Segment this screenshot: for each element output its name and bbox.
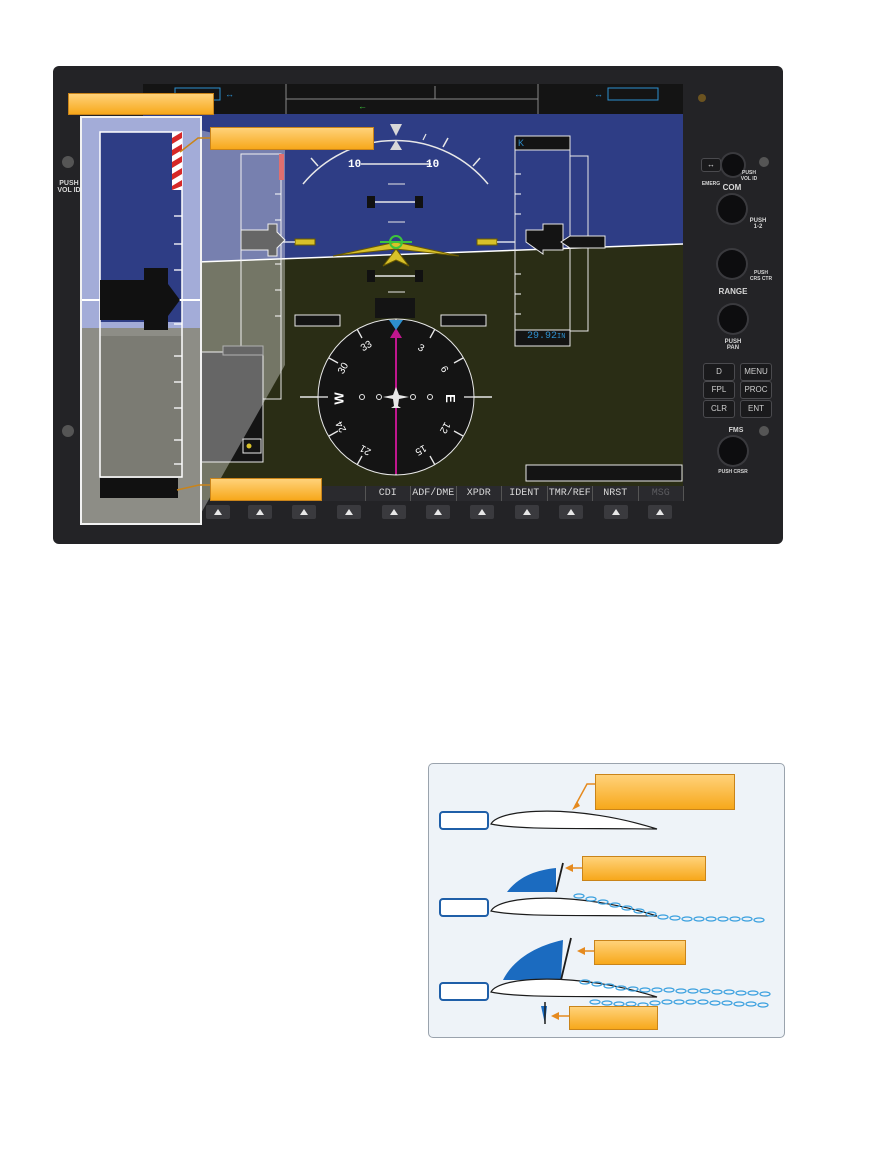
softkey-bar: CDI ADF/DME XPDR IDENT TMR/REF NRST MSG [320,486,684,501]
airspeed-readout-callout [210,478,322,501]
emerg-label: EMERG [701,181,721,187]
softkey-adf-dme[interactable]: ADF/DME [411,486,457,501]
com-swap-button[interactable]: ↔ [701,158,721,172]
diagram-low-upper-callout [594,940,686,965]
left-knob-lower[interactable] [62,425,74,437]
fms-label: FMS [728,427,744,434]
zoom-header-callout [68,93,214,115]
softkey-nrst[interactable]: NRST [593,486,639,501]
left-knob-upper[interactable] [62,156,74,168]
softkey-button-5[interactable] [382,505,406,519]
push-crsr-label: PUSH CRSR [718,469,748,475]
airspeed-zoom-panel [80,116,202,525]
diagram-low-lower-callout [569,1006,658,1030]
row-3-tag [439,982,489,1001]
hsi-label-e: E [442,394,458,403]
airspeed-zoom-graphics [82,118,200,523]
barometer-unit: IN [557,333,566,341]
left-push-vol-label: PUSH VOL ID [57,180,81,194]
push-12-label: PUSH 1-2 [749,218,767,230]
push-crs-ctr-label: PUSH CRS CTR [749,270,773,282]
softkey-button-1[interactable] [206,505,230,519]
push-pan-label: PUSH PAN [724,339,742,351]
barber-pole [172,132,182,190]
softkey-button-3[interactable] [292,505,316,519]
barber-pole-leader [179,137,212,153]
pitch-label-left: 10 [348,159,362,171]
barber-pole-callout [210,127,374,150]
com-knob[interactable] [718,195,746,223]
diagram-top-callout [595,774,735,810]
softkey-button-4[interactable] [337,505,361,519]
zoom-beam [200,130,285,515]
barometer-value: 29.92 [527,331,558,342]
softkey-xpdr[interactable]: XPDR [457,486,502,501]
nav-knob[interactable] [718,250,746,278]
softkey-button-10[interactable] [604,505,628,519]
diagram-mid-callout [582,856,706,881]
softkey-cdi[interactable]: CDI [366,486,411,501]
softkey-blank[interactable] [320,486,366,501]
fpl-button[interactable]: FPL [703,381,735,399]
softkey-button-9[interactable] [559,505,583,519]
softkey-button-6[interactable] [426,505,450,519]
ent-button[interactable]: ENT [740,400,772,418]
airfoil-diagram [428,763,785,1038]
fms-knob[interactable] [719,437,747,465]
softkey-tmr-ref[interactable]: TMR/REF [548,486,593,501]
softkey-button-7[interactable] [470,505,494,519]
clr-button[interactable]: CLR [703,400,735,418]
hsi-label-w: W [331,392,347,405]
direct-to-button[interactable]: D [703,363,735,381]
pfd-screen: ↔ ↔ ← [143,84,683,500]
softkey-msg[interactable]: MSG [639,486,684,501]
right-knob-lower[interactable] [759,426,769,436]
svg-text:K: K [518,138,524,148]
airfoil-diagram-graphics [490,783,771,1024]
vol-knob[interactable] [722,154,744,176]
light-sensor [698,94,706,102]
softkey-button-8[interactable] [515,505,539,519]
proc-button[interactable]: PROC [740,381,772,399]
svg-text:←: ← [358,101,367,111]
svg-text:↔: ↔ [225,89,234,99]
row-1-tag [439,811,489,830]
com-label: COM [722,183,742,192]
pitch-label-right: 10 [426,159,440,171]
row-2-tag [439,898,489,917]
range-label: RANGE [718,287,748,296]
softkey-button-2[interactable] [248,505,272,519]
range-knob[interactable] [719,305,747,333]
barometer-readout: 29.92IN [527,331,565,342]
pfd-graphics: ↔ ↔ ← [143,84,683,500]
airspeed-readout-leader [176,484,211,491]
softkey-ident[interactable]: IDENT [502,486,548,501]
softkey-button-11[interactable] [648,505,672,519]
svg-text:↔: ↔ [594,89,603,99]
right-knob-upper[interactable] [759,157,769,167]
push-vol-id-label: PUSH VOL ID [740,170,758,182]
menu-button[interactable]: MENU [740,363,772,381]
